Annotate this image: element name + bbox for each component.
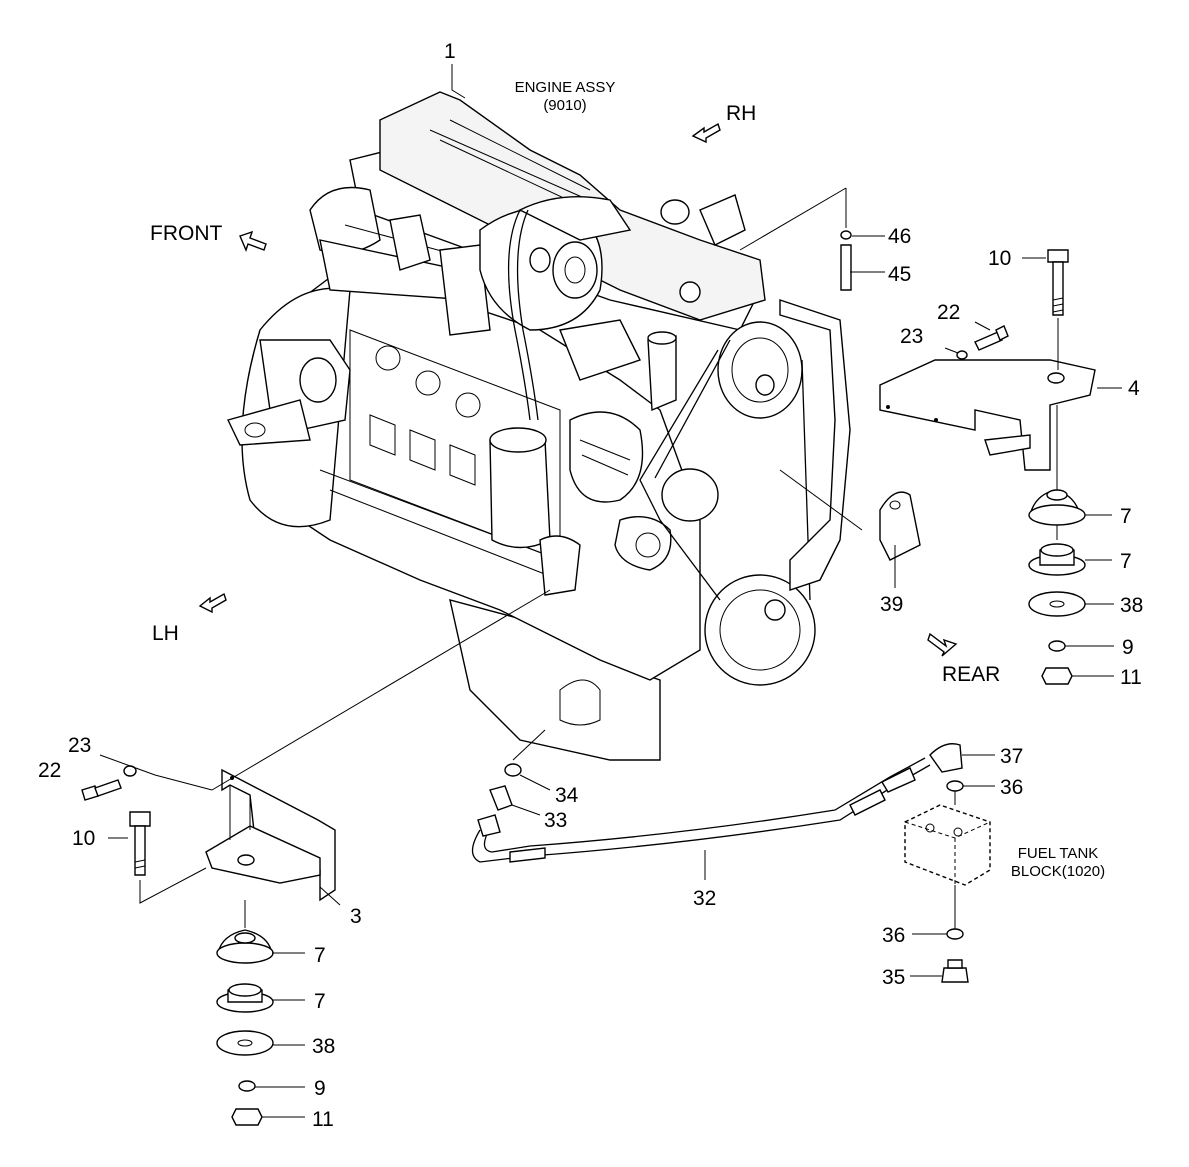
callout-7-left-b: 7 bbox=[314, 990, 326, 1013]
rh-arrow-icon bbox=[691, 122, 721, 144]
callout-39: 39 bbox=[880, 593, 903, 616]
front-arrow-icon bbox=[239, 230, 267, 252]
rear-arrow-icon bbox=[927, 632, 958, 657]
fuel-tank-block-label-line1: FUEL TANK bbox=[1018, 845, 1099, 862]
callout-7-left-a: 7 bbox=[314, 944, 326, 967]
callout-37: 37 bbox=[1000, 745, 1023, 768]
callout-32: 32 bbox=[693, 887, 716, 910]
callout-34: 34 bbox=[555, 784, 579, 807]
lh-arrow-icon bbox=[198, 592, 227, 614]
callout-9-right: 9 bbox=[1122, 636, 1134, 659]
rh-label: RH bbox=[726, 102, 756, 125]
callout-23-left: 23 bbox=[68, 734, 91, 757]
leader-lines bbox=[99, 64, 1122, 1118]
callout-9-left: 9 bbox=[314, 1077, 326, 1100]
rear-label: REAR bbox=[942, 663, 1000, 686]
labels: ENGINE ASSY (9010) FRONT RH LH REAR FUEL… bbox=[38, 40, 1143, 1131]
callout-11-left: 11 bbox=[312, 1108, 334, 1131]
callout-23-right: 23 bbox=[900, 325, 923, 348]
fuel-line-assembly bbox=[471, 743, 991, 983]
callout-36-top: 36 bbox=[1000, 776, 1023, 799]
callout-33: 33 bbox=[544, 809, 567, 832]
direction-arrows bbox=[198, 122, 958, 657]
callout-22-left: 22 bbox=[38, 759, 61, 782]
callout-1: 1 bbox=[444, 40, 456, 63]
fuel-tank-block-label-line2: BLOCK(1020) bbox=[1011, 863, 1105, 880]
engine-assembly bbox=[227, 91, 851, 761]
left-mount-assembly bbox=[81, 765, 336, 1126]
lh-label: LH bbox=[152, 622, 179, 645]
callout-4: 4 bbox=[1128, 377, 1140, 400]
front-label: FRONT bbox=[150, 222, 222, 245]
callout-46: 46 bbox=[888, 225, 911, 248]
callout-38-left: 38 bbox=[312, 1035, 335, 1058]
callout-35: 35 bbox=[882, 966, 905, 989]
callout-7-right-b: 7 bbox=[1120, 550, 1132, 573]
engine-assy-title: ENGINE ASSY bbox=[515, 79, 616, 96]
callout-22-right: 22 bbox=[937, 301, 960, 324]
callout-10-left: 10 bbox=[72, 827, 95, 850]
callout-3: 3 bbox=[350, 905, 362, 928]
callout-36-bottom: 36 bbox=[882, 924, 905, 947]
right-mount-assembly bbox=[840, 230, 1096, 685]
callout-38-right: 38 bbox=[1120, 594, 1143, 617]
callout-10-right: 10 bbox=[988, 247, 1011, 270]
engine-assy-code: (9010) bbox=[543, 97, 586, 114]
callout-11-right: 11 bbox=[1120, 666, 1142, 689]
callout-45: 45 bbox=[888, 263, 911, 286]
callout-7-right-a: 7 bbox=[1120, 505, 1132, 528]
